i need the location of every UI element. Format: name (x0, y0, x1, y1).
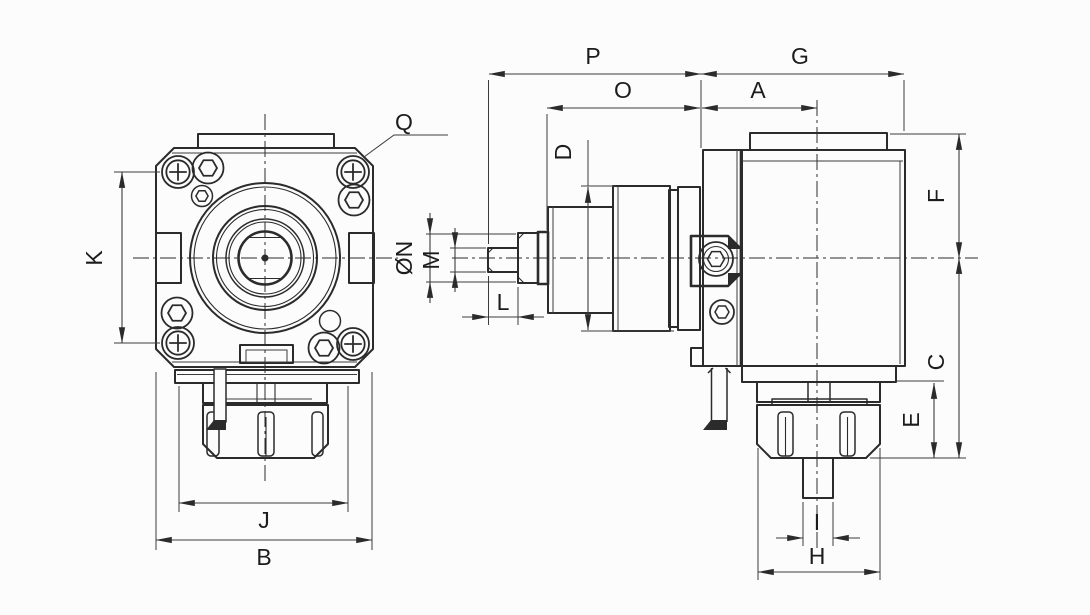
dim-label-c: C (923, 354, 949, 371)
center-point (261, 254, 269, 262)
side-drive-pin (703, 367, 732, 430)
front-bottom-tab (239, 344, 294, 364)
side-shank (802, 457, 834, 499)
dim-label-q: Q (395, 109, 413, 135)
hex-screw-bottom-right (309, 333, 340, 364)
side-collet-stack (741, 365, 897, 499)
front-left-keyway-notch (155, 232, 182, 284)
dim-label-p: P (585, 43, 600, 69)
front-er-nut (202, 404, 329, 459)
side-er-nut (756, 404, 881, 459)
dim-label-a: A (750, 77, 766, 103)
front-body-outline (155, 147, 374, 368)
cross-screw-bottom-left (162, 327, 194, 359)
cross-screw-top-left (162, 156, 194, 188)
cross-screw-top-right (337, 156, 369, 188)
pilot-hole-bottom-right (318, 309, 342, 333)
front-right-keyway-notch (348, 232, 375, 284)
front-bottom-tab-inner (245, 349, 288, 363)
side-clamp-block (689, 234, 743, 325)
side-view: P G O A D F C E ØN (391, 43, 978, 580)
dim-label-h: H (809, 543, 826, 569)
hex-screw-bottom-left (162, 298, 193, 329)
dim-label-i: I (814, 509, 820, 535)
front-collet-stack (174, 369, 360, 459)
dim-label-e: E (898, 412, 924, 427)
small-hex-top-left (192, 186, 213, 207)
front-spindle-circles (189, 182, 341, 334)
dim-label-o: O (614, 77, 632, 103)
side-gearhead (547, 185, 701, 332)
dim-label-b: B (256, 544, 271, 570)
dim-label-d: D (550, 144, 576, 161)
dim-label-g: G (791, 43, 809, 69)
nut-slot-right (311, 411, 324, 457)
dim-label-diameter-n: ØN (391, 241, 417, 276)
front-view: K J B Q (81, 109, 448, 570)
dim-label-m: M (418, 250, 444, 269)
lower-hex-socket (715, 306, 729, 318)
lower-hex-screw (709, 299, 735, 325)
side-dimensions: P G O A D F C E ØN (391, 43, 966, 580)
hex-screw-top-left (193, 153, 224, 184)
hex-screw-top-right (339, 185, 370, 216)
front-top-key-rail (197, 133, 335, 149)
side-top-key-rail (749, 132, 888, 151)
dim-label-k: K (81, 250, 107, 266)
clamp-hex-socket (708, 252, 725, 267)
dim-label-f: F (923, 189, 949, 203)
side-body-block (690, 132, 906, 367)
side-spindle-nose (487, 230, 550, 286)
front-dimensions: K J B Q (81, 109, 448, 570)
dim-label-l: L (497, 289, 510, 315)
nut-slot-left (206, 411, 220, 457)
q-leader-line (363, 134, 448, 158)
side-left-tab (690, 347, 704, 367)
cross-screw-bottom-right (337, 328, 369, 360)
front-drive-pin (206, 368, 227, 430)
dim-label-j: J (258, 507, 270, 533)
